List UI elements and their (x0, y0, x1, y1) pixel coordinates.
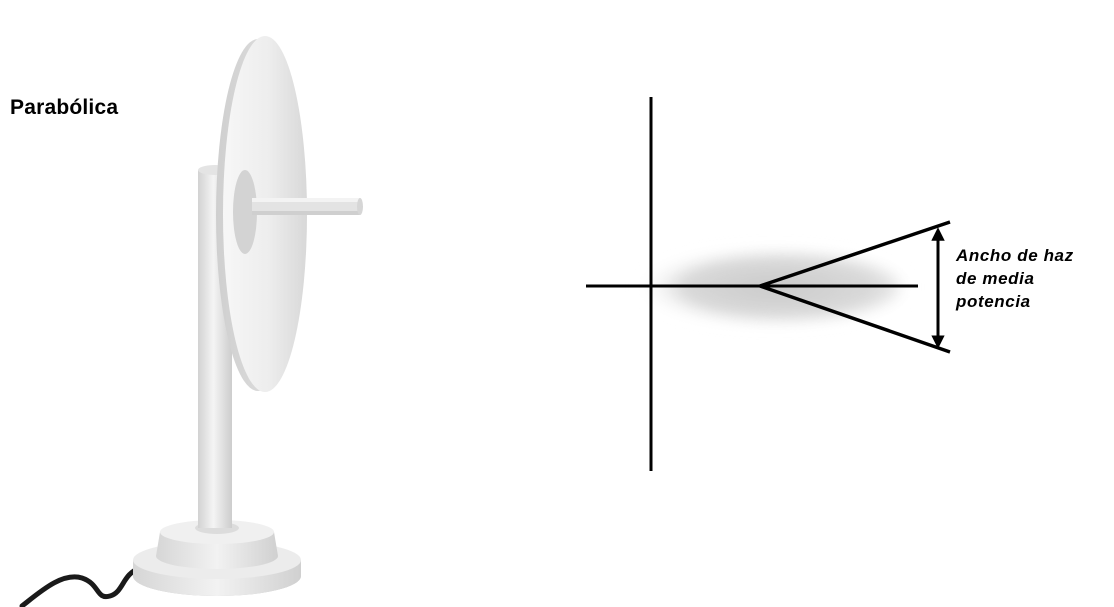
beamwidth-label: Ancho de haz de media potencia (956, 244, 1114, 313)
beamwidth-label-line: Ancho de haz (956, 244, 1114, 267)
beamwidth-label-line: potencia (956, 290, 1114, 313)
beamwidth-label-line: de media (956, 267, 1114, 290)
